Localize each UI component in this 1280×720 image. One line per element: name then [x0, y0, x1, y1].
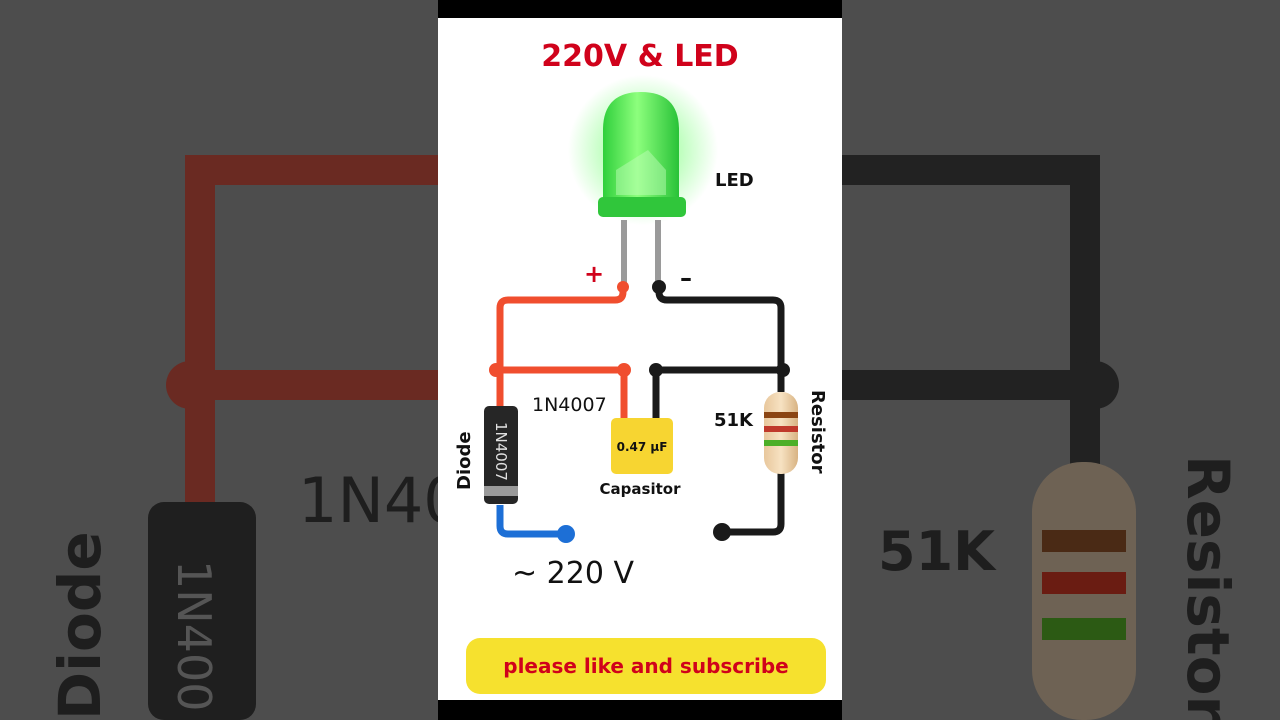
- bg-resistor-band-3: [1042, 618, 1126, 640]
- resistor-body: [764, 392, 798, 474]
- led-rim: [598, 197, 686, 217]
- bg-diode-body-text: 1N400: [167, 560, 221, 711]
- page-title: 220V & LED: [541, 39, 738, 74]
- diode-label: Diode: [454, 431, 475, 490]
- bg-resistor-value: 51K: [878, 520, 997, 583]
- diode-cathode-band: [484, 486, 518, 496]
- diode-icon: [484, 406, 518, 504]
- led-dome: [603, 92, 679, 200]
- plus-sign: +: [584, 260, 604, 288]
- subscribe-banner[interactable]: please like and subscribe: [466, 638, 826, 694]
- wire-black-neutral: [722, 470, 785, 536]
- junction-red-right: [617, 363, 631, 377]
- ac-terminal-blue: [557, 525, 575, 543]
- wire-red-positive: [496, 287, 627, 408]
- diode-code-label: 1N4007: [532, 394, 607, 416]
- resistor-value: 51K: [714, 410, 754, 431]
- resistor-band-red: [764, 426, 798, 432]
- led-reflector: [616, 150, 666, 195]
- bg-diode-icon: [148, 502, 256, 720]
- bg-diode-code: 1N40: [298, 464, 463, 537]
- led-icon: [568, 75, 718, 284]
- capacitor-body: [611, 418, 673, 474]
- bg-resistor-band-1: [1042, 530, 1126, 552]
- supply-voltage-label: ~ 220 V: [512, 556, 634, 591]
- circuit-diagram: 220V & LED LED + –: [454, 39, 828, 591]
- led-anode-node: [617, 281, 629, 293]
- junction-black-right: [776, 363, 790, 377]
- minus-sign: –: [680, 264, 692, 292]
- led-cathode-node: [652, 280, 666, 294]
- wire-black-negative: [655, 287, 785, 392]
- diode-body-text: 1N4007: [492, 422, 510, 481]
- bg-junction-black: [1071, 361, 1119, 409]
- led-label: LED: [715, 170, 754, 191]
- bottom-letterbox: [438, 700, 842, 720]
- resistor-label: Resistor: [807, 390, 828, 474]
- top-letterbox: [438, 0, 842, 18]
- bg-resistor-label: Resistor: [1174, 455, 1242, 720]
- resistor-band-brown: [764, 412, 798, 418]
- bg-diode-label: Diode: [46, 531, 114, 720]
- junction-red-left: [489, 363, 503, 377]
- capacitor-label: Capasitor: [600, 480, 682, 498]
- wire-blue-supply: [496, 505, 566, 538]
- resistor-band-green: [764, 440, 798, 446]
- resistor-icon: [764, 392, 798, 474]
- bg-resistor-band-2: [1042, 572, 1126, 594]
- bg-junction-red: [166, 361, 214, 409]
- diode-body: [484, 406, 518, 504]
- diagram-panel: 220V & LED LED + –: [438, 0, 842, 720]
- capacitor-icon: [611, 418, 673, 474]
- capacitor-value: 0.47 µF: [617, 440, 668, 454]
- ac-terminal-black: [713, 523, 731, 541]
- junction-black-left: [649, 363, 663, 377]
